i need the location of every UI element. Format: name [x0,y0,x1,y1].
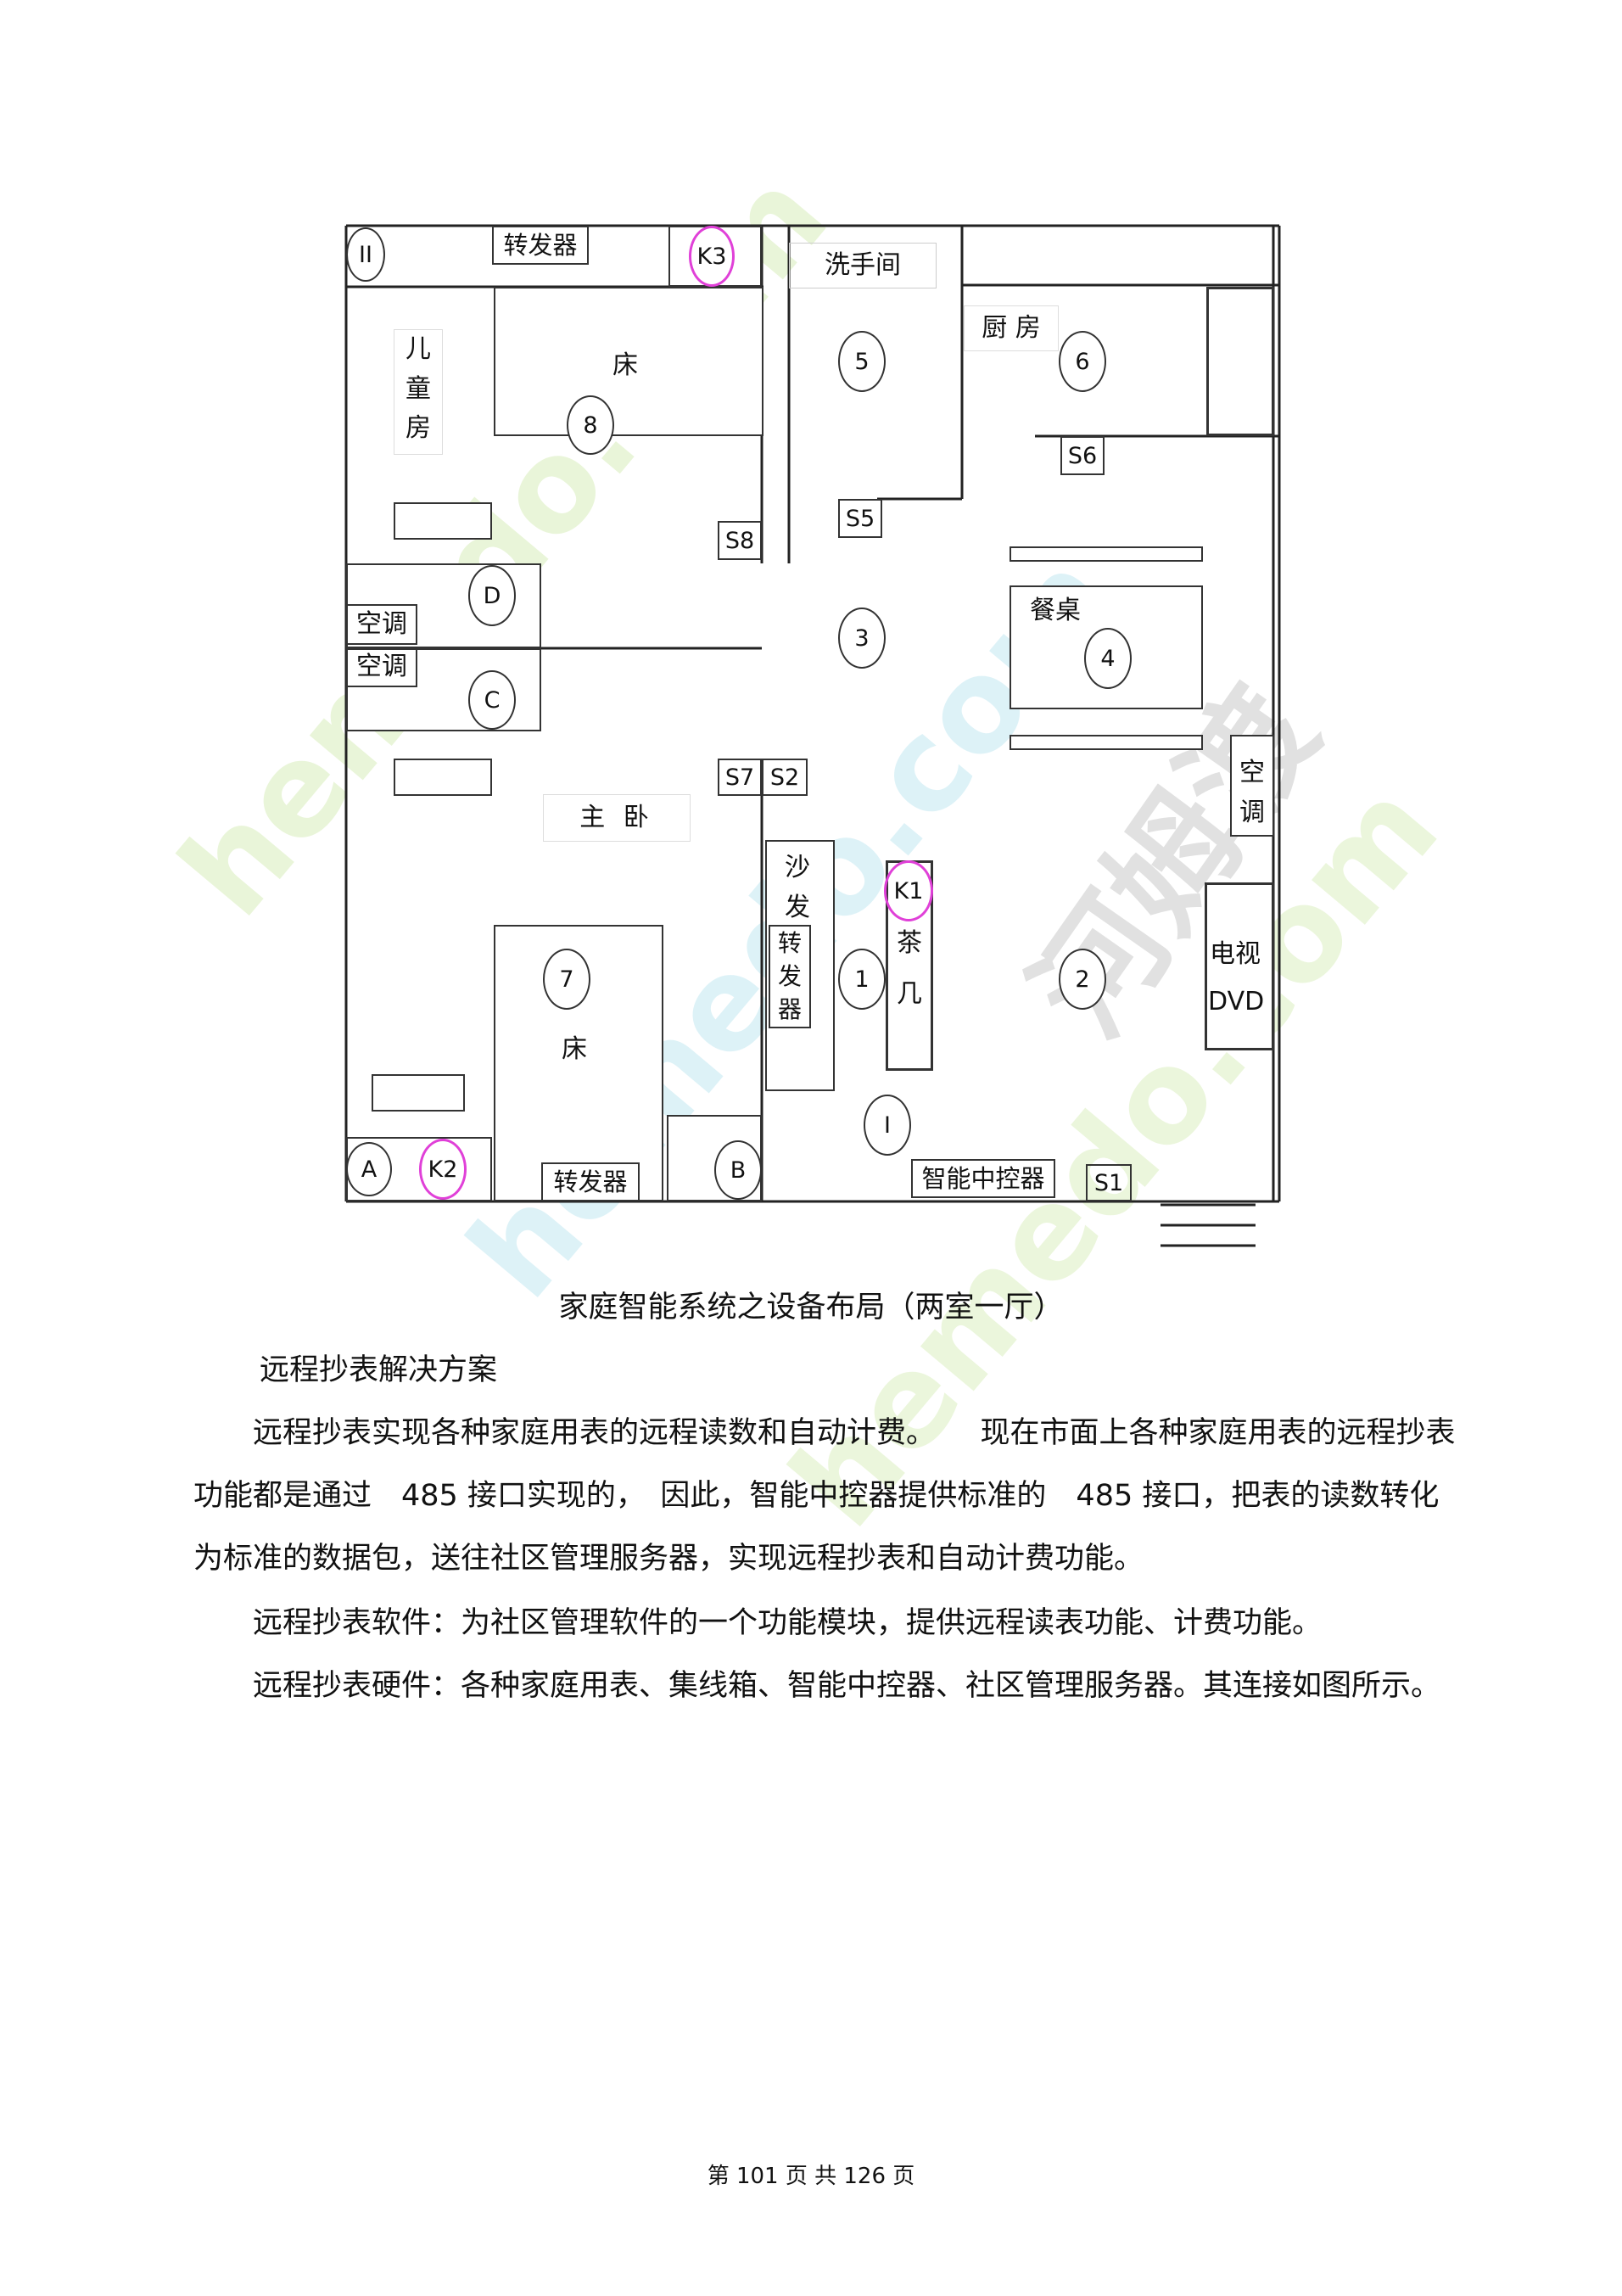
room-label-kitchen: 厨 房 [964,305,1059,351]
switch-s2: S2 [762,759,808,796]
switch-s5: S5 [838,499,882,538]
repeater-top: 转发器 [492,226,589,265]
ac-left-top: 空调 [346,604,417,645]
marker-b: B [714,1140,762,1200]
switch-s1: S1 [1086,1164,1132,1201]
marker-6: 6 [1059,331,1106,392]
paragraph-2: 远程抄表软件：为社区管理软件的一个功能模块，提供远程读表功能、计费功能。 [253,1606,1323,1640]
dining-bench-top [1010,546,1203,562]
children-room-window [394,502,492,540]
switch-s8: S8 [718,521,762,560]
page-footer: 第 101 页 共 126 页 [707,2164,915,2189]
master-room-window [394,759,492,796]
marker-1: 1 [838,949,886,1010]
ac-right: 空调 [1230,735,1274,837]
tv-label: 电视 [1210,939,1261,969]
room-label-master: 主 卧 [543,794,691,842]
bed-children-label: 床 [612,350,638,380]
bed-children [494,287,763,436]
repeater-sofa: 转发器 [769,925,811,1028]
marker-7: 7 [543,949,590,1010]
switch-s7: S7 [718,759,762,796]
marker-8: 8 [567,395,614,455]
marker-a: A [346,1142,392,1196]
marker-4: 4 [1084,628,1132,689]
figure-caption: 家庭智能系统之设备布局（两室一厅） [558,1291,1064,1324]
marker-i: I [864,1095,911,1156]
floor-plan-walls [344,224,1281,1247]
ac-left-bottom: 空调 [346,647,417,687]
marker-2: 2 [1059,949,1106,1010]
paragraph-1: 远程抄表实现各种家庭用表的远程读数和自动计费。 现在市面上各种家庭用表的远程抄表… [193,1416,1456,1576]
marker-ii: II [346,227,385,282]
tv-cabinet [1205,882,1274,1050]
switch-s6: S6 [1060,436,1105,475]
dining-bench-bottom [1010,735,1203,750]
room-label-children: 儿童房 [394,329,443,455]
marker-c: C [468,670,516,730]
paragraph-3: 远程抄表硬件：各种家庭用表、集线箱、智能中控器、社区管理服务器。其连接如图所示。 [253,1669,1441,1703]
marker-d: D [468,565,516,626]
marker-3: 3 [838,608,886,669]
kitchen-cabinet [1206,287,1274,436]
dining-table-label: 餐桌 [1030,596,1081,625]
marker-k2: K2 [419,1139,467,1200]
repeater-bed: 转发器 [541,1162,640,1201]
tea-table-label: 茶几 [897,928,922,1009]
section-heading: 远程抄表解决方案 [260,1353,498,1387]
marker-5: 5 [838,331,886,392]
marker-k1: K1 [884,860,933,921]
bed-master-label: 床 [562,1034,587,1064]
marker-k3: K3 [689,226,735,287]
sofa-label: 沙发 [785,853,810,922]
room-label-bathroom: 洗手间 [789,243,937,288]
dvd-label: DVD [1208,987,1265,1016]
smart-controller: 智能中控器 [911,1159,1055,1198]
master-side-box [372,1074,465,1112]
